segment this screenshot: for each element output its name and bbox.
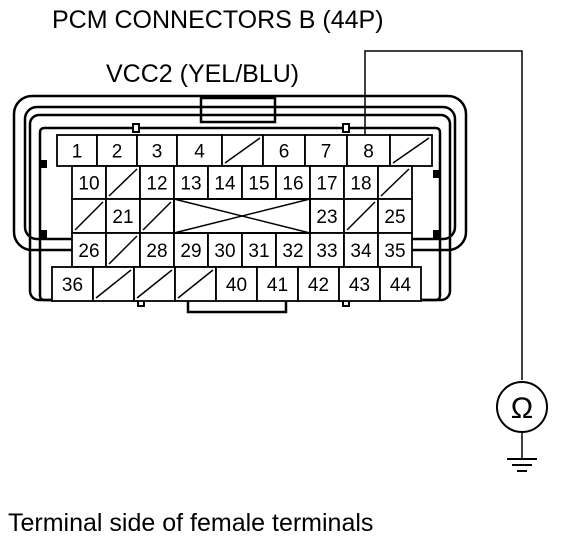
terminal-unused — [71, 198, 107, 234]
unused-slash — [380, 168, 410, 197]
terminal-4: 4 — [176, 134, 223, 167]
terminal-number: 29 — [180, 241, 201, 262]
terminal-number: 17 — [316, 174, 337, 195]
terminal-23: 23 — [309, 198, 345, 234]
terminal-number: 7 — [321, 142, 332, 163]
terminal-13: 13 — [173, 165, 209, 200]
terminal-number: 25 — [384, 207, 405, 228]
terminal-6: 6 — [262, 134, 306, 167]
terminal-number: 32 — [282, 241, 303, 262]
terminal-30: 30 — [207, 232, 243, 268]
terminal-number: 3 — [152, 142, 163, 163]
blank-terminal-block — [173, 198, 311, 234]
terminal-number: 31 — [248, 241, 269, 262]
terminal-number: 12 — [146, 174, 167, 195]
terminal-29: 29 — [173, 232, 209, 268]
unused-slash — [177, 269, 214, 299]
terminal-35: 35 — [377, 232, 413, 268]
terminal-number: 34 — [350, 241, 372, 262]
unused-slash — [142, 201, 172, 231]
test-lead-wire — [364, 50, 523, 380]
terminal-10: 10 — [71, 165, 107, 200]
terminal-number: 40 — [226, 275, 247, 296]
terminal-number: 4 — [194, 142, 205, 163]
terminal-3: 3 — [136, 134, 178, 167]
terminal-42: 42 — [297, 266, 340, 302]
terminal-number: 15 — [248, 174, 269, 195]
unused-slash — [108, 235, 138, 265]
terminal-32: 32 — [275, 232, 311, 268]
terminal-number: 26 — [78, 241, 99, 262]
terminal-44: 44 — [379, 266, 422, 302]
terminal-number: 43 — [349, 275, 370, 296]
terminal-26: 26 — [71, 232, 107, 268]
terminal-43: 43 — [338, 266, 381, 302]
terminal-number: 41 — [267, 275, 288, 296]
terminal-number: 2 — [112, 142, 123, 163]
unused-slash — [392, 137, 430, 164]
terminal-7: 7 — [304, 134, 348, 167]
terminal-unused — [343, 198, 379, 234]
terminal-15: 15 — [241, 165, 277, 200]
terminal-14: 14 — [207, 165, 243, 200]
terminal-unused — [105, 165, 141, 200]
terminal-31: 31 — [241, 232, 277, 268]
wire-label: VCC2 (YEL/BLU) — [106, 60, 299, 88]
terminal-number: 18 — [350, 174, 371, 195]
unused-slash — [224, 137, 261, 164]
terminal-number: 13 — [180, 174, 201, 195]
housing-markers — [39, 160, 441, 238]
terminal-1: 1 — [56, 134, 98, 167]
terminal-number: 28 — [146, 241, 167, 262]
terminal-25: 25 — [377, 198, 413, 234]
terminal-2: 2 — [96, 134, 138, 167]
terminal-41: 41 — [256, 266, 299, 302]
terminal-unused — [139, 198, 175, 234]
terminal-28: 28 — [139, 232, 175, 268]
terminal-18: 18 — [343, 165, 379, 200]
terminal-unused — [221, 134, 264, 167]
terminal-unused — [174, 266, 217, 302]
terminal-16: 16 — [275, 165, 311, 200]
terminal-8: 8 — [346, 134, 391, 167]
terminal-number: 42 — [308, 275, 329, 296]
terminal-number: 36 — [62, 275, 83, 296]
terminal-number: 35 — [384, 241, 405, 262]
terminal-number: 30 — [214, 241, 235, 262]
terminal-unused — [389, 134, 433, 167]
terminal-40: 40 — [215, 266, 258, 302]
unused-slash — [108, 168, 138, 197]
terminal-number: 44 — [390, 275, 412, 296]
terminal-unused — [92, 266, 135, 302]
ohmmeter-icon: Ω — [496, 381, 548, 433]
unused-slash — [74, 201, 104, 231]
view-caption: Terminal side of female terminals — [8, 509, 374, 537]
diagram-title: PCM CONNECTORS B (44P) — [52, 6, 384, 34]
unused-slash — [136, 269, 173, 299]
terminal-number: 14 — [214, 174, 236, 195]
ground-icon — [507, 458, 537, 472]
terminal-number: 6 — [279, 142, 290, 163]
unused-slash — [95, 269, 132, 299]
terminal-number: 16 — [282, 174, 303, 195]
terminal-33: 33 — [309, 232, 345, 268]
terminal-number: 33 — [316, 241, 337, 262]
terminal-12: 12 — [139, 165, 175, 200]
terminal-17: 17 — [309, 165, 345, 200]
terminal-number: 23 — [316, 207, 337, 228]
terminal-unused — [377, 165, 413, 200]
terminal-36: 36 — [51, 266, 94, 302]
unused-slash — [346, 201, 376, 231]
terminal-21: 21 — [105, 198, 141, 234]
ohm-symbol: Ω — [511, 392, 533, 425]
terminal-34: 34 — [343, 232, 379, 268]
terminal-number: 10 — [78, 174, 99, 195]
terminal-unused — [105, 232, 141, 268]
terminal-unused — [133, 266, 176, 302]
terminal-number: 1 — [72, 142, 83, 163]
terminal-number: 21 — [112, 207, 133, 228]
terminal-number: 8 — [363, 142, 374, 163]
